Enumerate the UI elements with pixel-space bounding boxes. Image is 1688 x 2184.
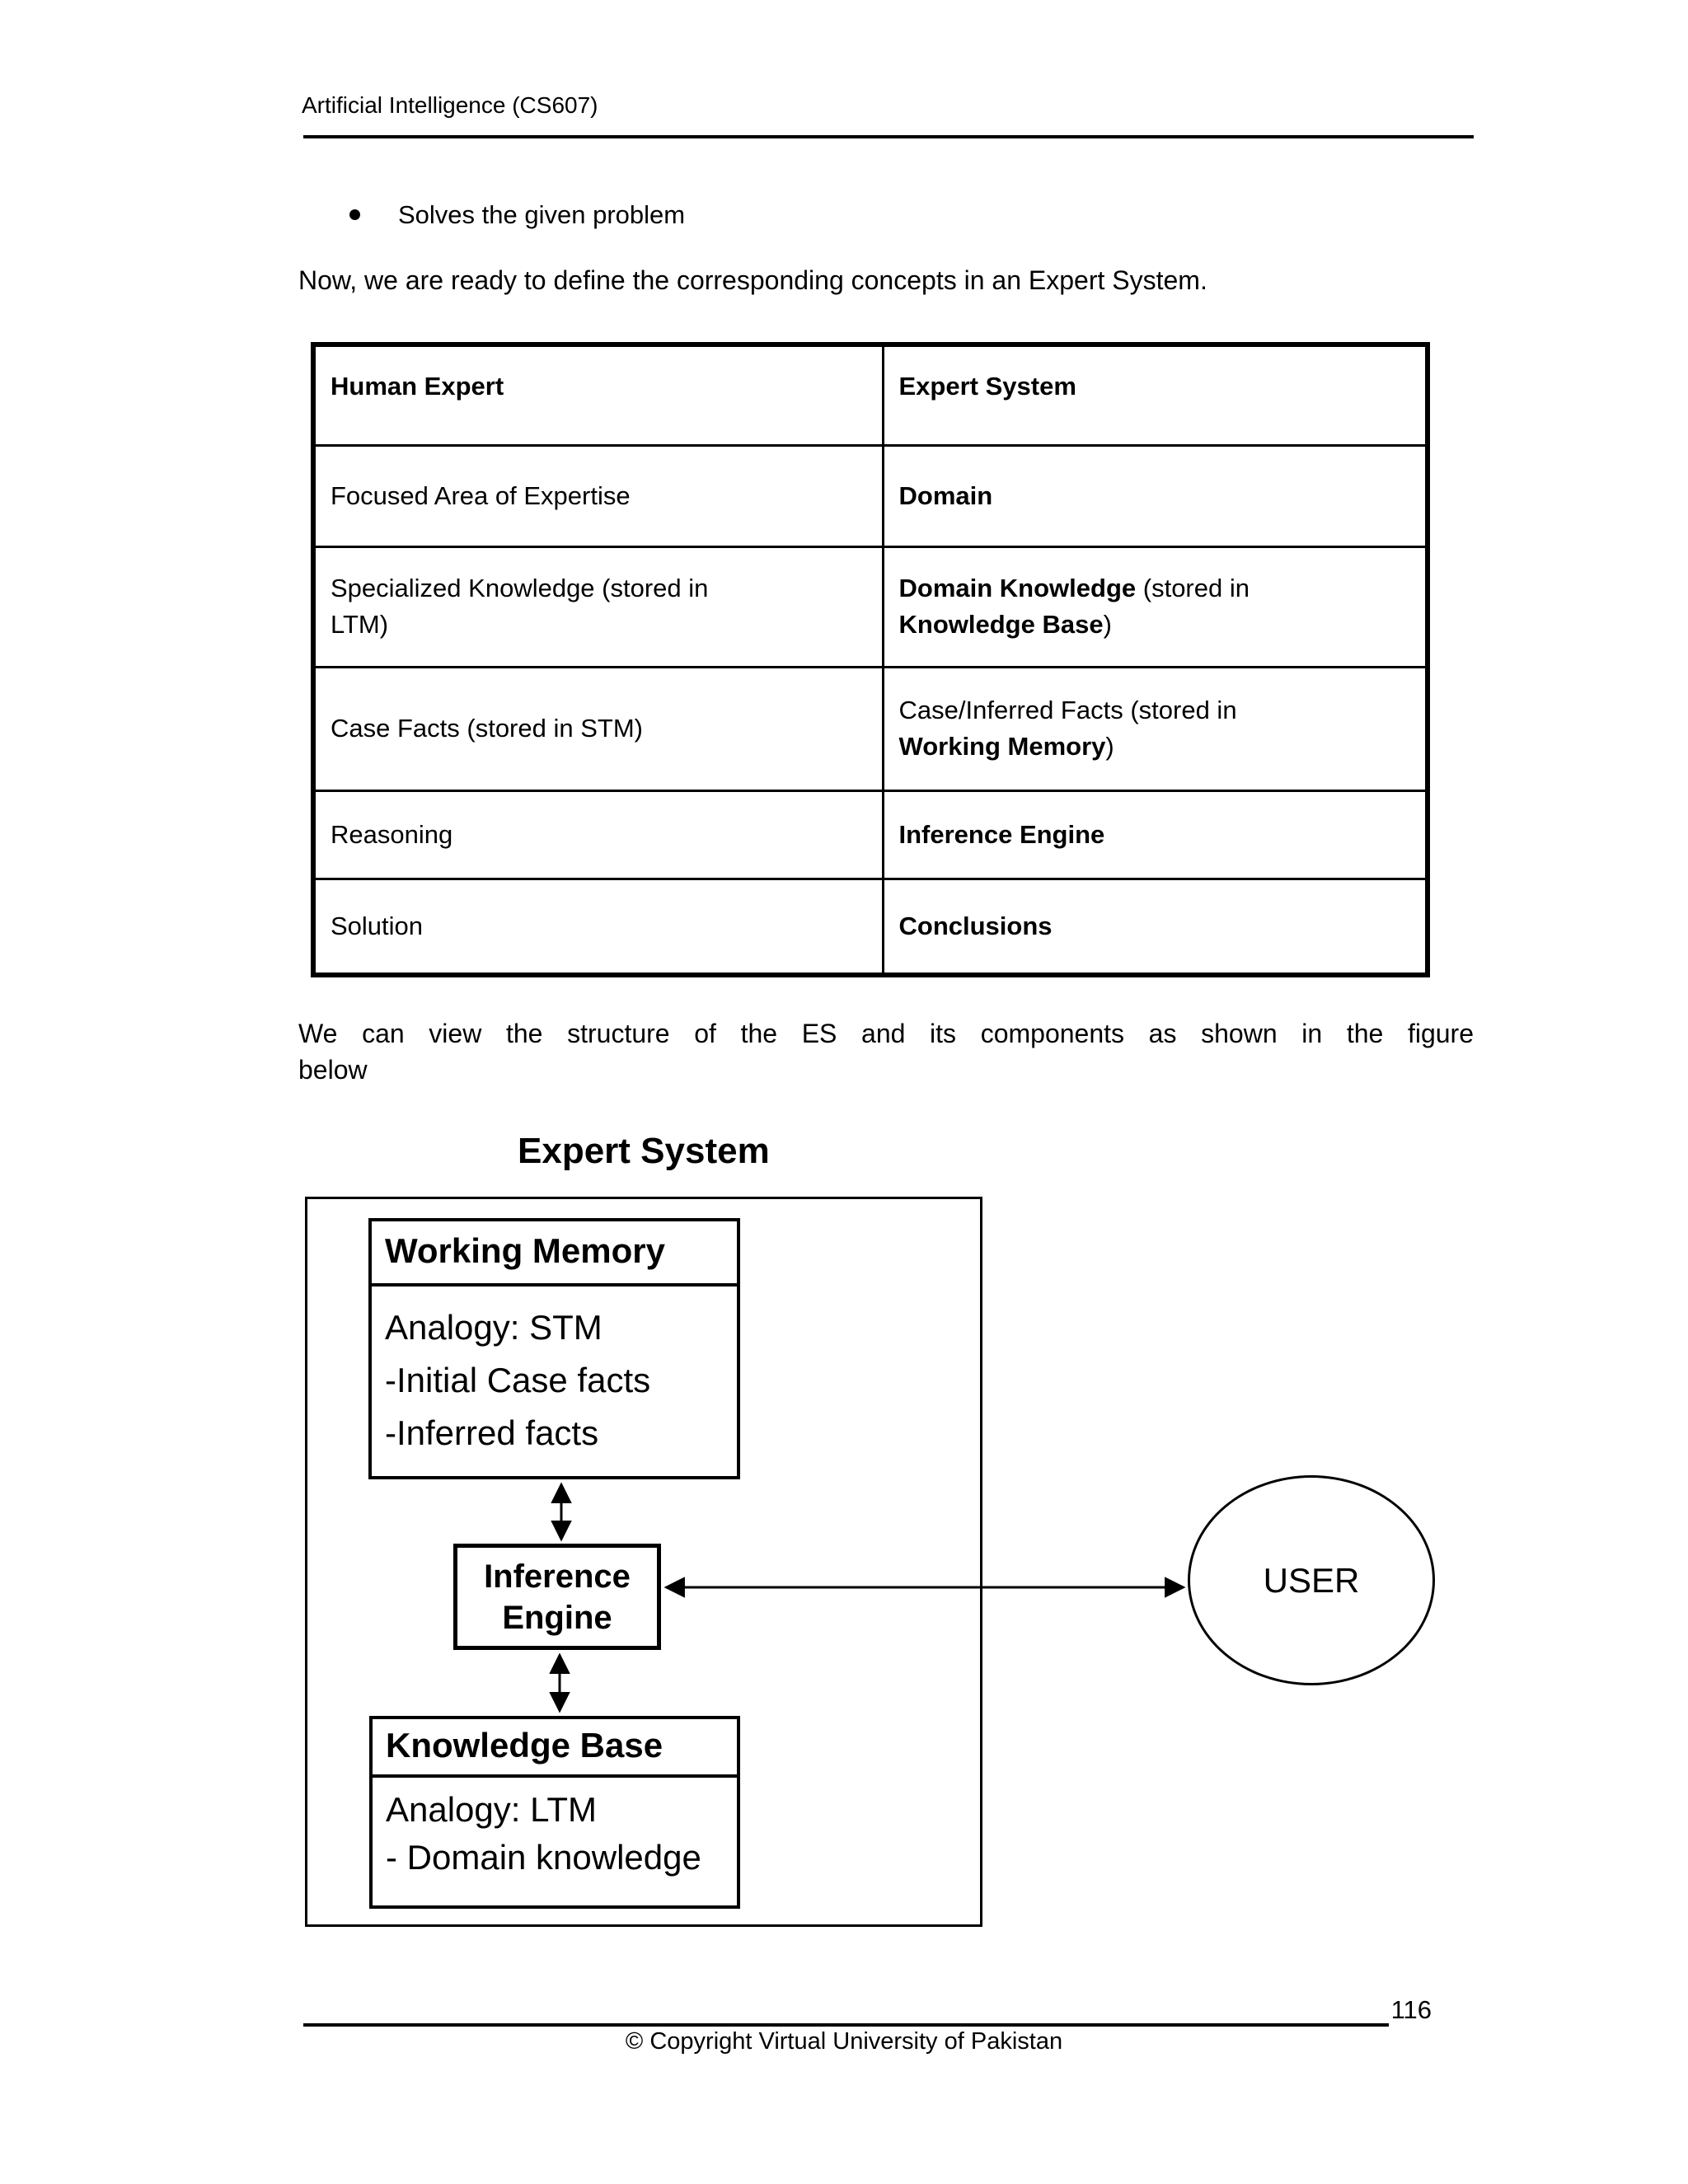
cell-text: Knowledge Base bbox=[898, 610, 1104, 639]
working-memory-line: -Initial Case facts bbox=[385, 1361, 651, 1399]
table-cell: Focused Area of Expertise bbox=[312, 443, 884, 548]
figure-intro-paragraph: We can view the structure of the ES and … bbox=[298, 1019, 1474, 1085]
intro-paragraph: Now, we are ready to define the correspo… bbox=[298, 265, 1207, 295]
cell-text: Solution bbox=[331, 911, 424, 940]
working-memory-title: Working Memory bbox=[372, 1221, 737, 1286]
expert-system-boundary-box bbox=[305, 1197, 982, 1927]
working-memory-box: Working Memory Analogy: STM -Initial Cas… bbox=[368, 1218, 740, 1479]
working-memory-body: Analogy: STM -Initial Case facts -Inferr… bbox=[372, 1286, 737, 1460]
cell-text: ) bbox=[1105, 732, 1114, 761]
cell-text: Focused Area of Expertise bbox=[331, 480, 631, 510]
table-cell: Specialized Knowledge (stored in LTM) bbox=[312, 545, 884, 668]
table-cell: Domain bbox=[881, 443, 1429, 548]
knowledge-base-title: Knowledge Base bbox=[373, 1719, 737, 1778]
table-row: Focused Area of Expertise Domain bbox=[312, 443, 1429, 548]
header-rule bbox=[303, 135, 1474, 138]
cell-text: Domain Knowledge bbox=[898, 574, 1137, 602]
header-course-title: Artificial Intelligence (CS607) bbox=[302, 92, 598, 118]
bullet-item: Solves the given problem bbox=[398, 200, 686, 229]
table-cell: Reasoning bbox=[312, 789, 884, 880]
cell-text: Case/Inferred Facts (stored in bbox=[898, 696, 1237, 724]
cell-text: ) bbox=[1103, 610, 1112, 639]
cell-text: Reasoning bbox=[331, 819, 453, 849]
user-label: USER bbox=[1263, 1560, 1360, 1600]
table-header-row: Human Expert Expert System bbox=[312, 343, 1429, 447]
cell-text: Working Memory bbox=[898, 732, 1106, 761]
cell-text: Conclusions bbox=[898, 911, 1053, 940]
table-cell: Domain Knowledge (stored in Knowledge Ba… bbox=[881, 545, 1429, 668]
footer-copyright: © Copyright Virtual University of Pakist… bbox=[625, 2028, 1063, 2055]
inference-engine-label: Inference Engine bbox=[484, 1558, 631, 1636]
table-cell: Case/Inferred Facts (stored in Working M… bbox=[881, 665, 1429, 792]
user-node: USER bbox=[1188, 1475, 1435, 1685]
table-row: Specialized Knowledge (stored in LTM) Do… bbox=[312, 545, 1429, 668]
cell-text: Case Facts (stored in STM) bbox=[331, 714, 643, 743]
table-header-human-expert: Human Expert bbox=[312, 343, 884, 447]
working-memory-line: Analogy: STM bbox=[385, 1308, 603, 1347]
comparison-table: Human Expert Expert System Focused Area … bbox=[311, 342, 1430, 977]
cell-text: Specialized Knowledge (stored in LTM) bbox=[331, 574, 709, 639]
table-row: Reasoning Inference Engine bbox=[312, 789, 1429, 880]
bullet-dot-icon bbox=[349, 209, 360, 220]
knowledge-base-line: Analogy: LTM bbox=[386, 1790, 597, 1829]
table-header-expert-system: Expert System bbox=[881, 343, 1429, 447]
page-number: 116 bbox=[1390, 1995, 1432, 2024]
table-cell: Solution bbox=[312, 877, 884, 977]
table-cell: Conclusions bbox=[881, 877, 1429, 977]
knowledge-base-body: Analogy: LTM - Domain knowledge bbox=[373, 1778, 737, 1882]
cell-text: (stored in bbox=[1142, 574, 1250, 602]
inference-engine-box: Inference Engine bbox=[453, 1544, 661, 1650]
knowledge-base-line: - Domain knowledge bbox=[386, 1838, 701, 1877]
cell-text: Domain bbox=[898, 480, 993, 510]
cell-text: Inference Engine bbox=[898, 819, 1105, 849]
footer-rule bbox=[303, 2023, 1389, 2027]
knowledge-base-box: Knowledge Base Analogy: LTM - Domain kno… bbox=[369, 1716, 740, 1909]
working-memory-line: -Inferred facts bbox=[385, 1413, 599, 1452]
table-row: Case Facts (stored in STM) Case/Inferred… bbox=[312, 665, 1429, 792]
table-cell: Case Facts (stored in STM) bbox=[312, 665, 884, 792]
table-row: Solution Conclusions bbox=[312, 877, 1429, 977]
table-cell: Inference Engine bbox=[881, 789, 1429, 880]
figure-title: Expert System bbox=[518, 1131, 770, 1171]
